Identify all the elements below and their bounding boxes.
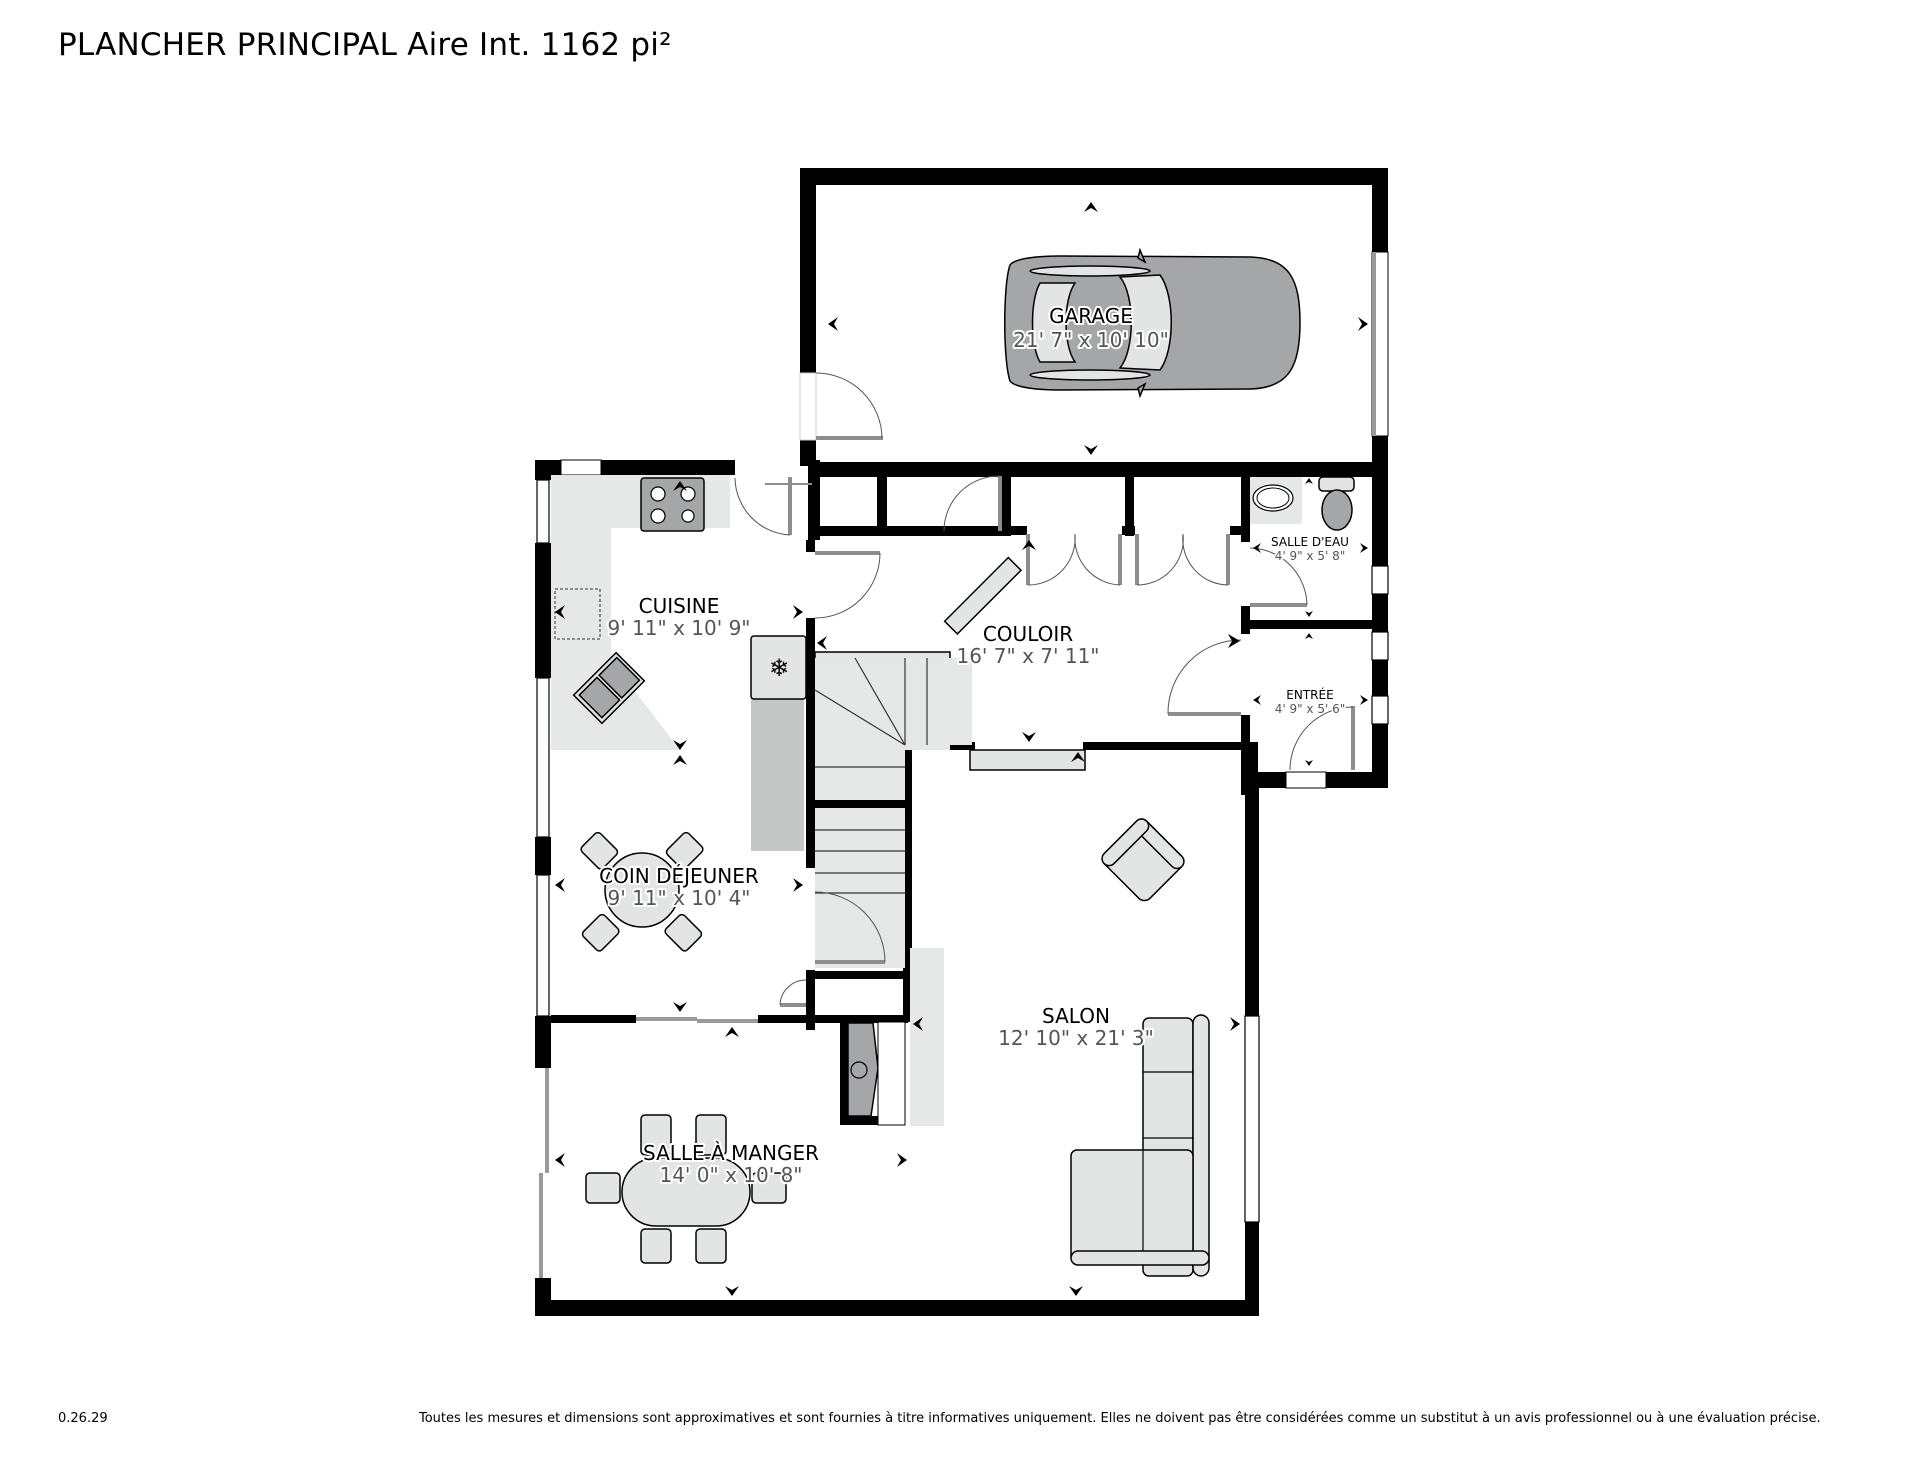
toilet-icon — [1318, 476, 1355, 531]
room-dimensions: 16' 7" x 7' 11" — [956, 644, 1099, 668]
armchair-icon — [1101, 818, 1185, 902]
garage-room — [799, 168, 1389, 466]
room-label-garage: GARAGE 21' 7" x 10' 10" — [1011, 302, 1171, 354]
room-label-couloir: COULOIR 16' 7" x 7' 11" — [954, 620, 1101, 670]
room-label-salon: SALON 12' 10" x 21' 3" — [996, 1002, 1156, 1052]
svg-text:❄: ❄ — [769, 654, 789, 682]
staircase — [814, 651, 972, 968]
fireplace-icon — [840, 948, 944, 1126]
version-label: 0.26.29 — [58, 1411, 108, 1426]
room-name: ENTRÉE — [1286, 687, 1333, 702]
room-name: CUISINE — [639, 594, 720, 618]
room-dimensions: 9' 11" x 10' 4" — [607, 886, 750, 910]
sink-icon — [572, 651, 646, 725]
room-label-cuisine: CUISINE 9' 11" x 10' 9" — [605, 592, 752, 642]
washbasin-icon — [1250, 477, 1302, 524]
room-dimensions: 12' 10" x 21' 3" — [998, 1026, 1154, 1050]
disclaimer-text: Toutes les mesures et dimensions sont ap… — [419, 1411, 1821, 1426]
room-dimensions: 14' 0" x 10' 8" — [659, 1163, 802, 1187]
dimension-arrows — [555, 202, 1368, 1296]
room-dimensions: 4' 9" x 5' 8" — [1275, 549, 1346, 563]
room-name: SALLE D'EAU — [1271, 535, 1349, 549]
stove-icon — [640, 477, 705, 532]
dining-table-icon — [585, 1114, 787, 1264]
dishwasher-icon — [554, 588, 601, 640]
room-dimensions: 21' 7" x 10' 10" — [1013, 328, 1169, 352]
round-table-icon — [580, 831, 704, 952]
room-dimensions: 9' 11" x 10' 9" — [607, 616, 750, 640]
bench — [943, 556, 1086, 771]
room-label-entree: ENTRÉE 4' 9" x 5' 6" — [1273, 686, 1347, 718]
room-name: COIN DÉJEUNER — [599, 864, 759, 888]
room-name: GARAGE — [1049, 304, 1133, 328]
room-name: SALON — [1042, 1004, 1110, 1028]
sectional-sofa-icon — [1070, 1014, 1210, 1277]
room-dimensions: 4' 9" x 5' 6" — [1275, 702, 1346, 716]
room-label-salle-a-manger: SALLE À MANGER 14' 0" x 10' 8" — [641, 1139, 821, 1189]
refrigerator-icon: ❄ — [750, 635, 807, 700]
car-icon — [1004, 247, 1301, 399]
room-name: SALLE À MANGER — [643, 1141, 819, 1165]
kitchen-door — [734, 475, 1002, 619]
floor-title: PLANCHER PRINCIPAL Aire Int. 1162 pi² — [58, 27, 672, 63]
room-name: COULOIR — [983, 622, 1073, 646]
house-walls — [535, 459, 1389, 1316]
room-label-coin-dejeuner: COIN DÉJEUNER 9' 11" x 10' 4" — [597, 862, 761, 912]
room-label-salle-deau: SALLE D'EAU 4' 9" x 5' 8" — [1270, 534, 1351, 565]
